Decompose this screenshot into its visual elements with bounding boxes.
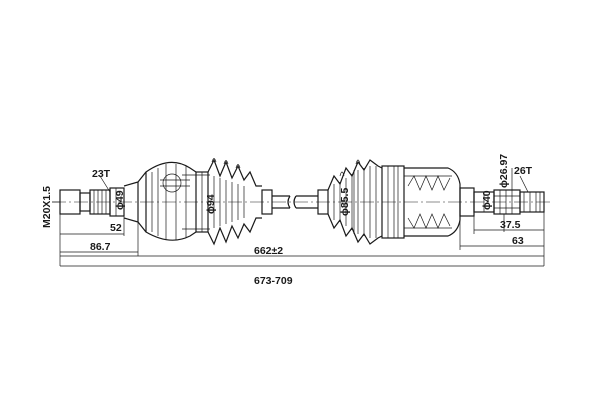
left-splines-label: 23T — [92, 168, 111, 180]
right-stub — [493, 189, 545, 215]
dim-662-label: 662±2 — [254, 245, 283, 257]
dim-673-709-label: 673-709 — [254, 275, 293, 287]
right-boot — [327, 159, 383, 245]
right-splines-label: 26T — [514, 165, 533, 177]
left-joint-diameter-label: ϕ94 — [205, 194, 217, 214]
left-stub — [59, 181, 139, 223]
right-tip-diameter-label: ϕ26.97 — [498, 154, 510, 188]
right-diameter-label: ϕ40 — [481, 190, 493, 210]
dimension-lines — [52, 168, 545, 267]
center-diameter-label: ϕ85.5 — [339, 188, 351, 216]
shaft — [272, 189, 329, 215]
thread-label: M20X1.5 — [41, 186, 53, 228]
left-boot — [207, 158, 273, 246]
dim-86-7-label: 86.7 — [90, 241, 111, 253]
dim-63-label: 63 — [512, 235, 524, 247]
dim-52-label: 52 — [110, 222, 122, 234]
left-diameter-label: ϕ49 — [114, 190, 126, 210]
dim-37-5-label: 37.5 — [500, 219, 521, 231]
left-cv-joint — [137, 161, 210, 241]
